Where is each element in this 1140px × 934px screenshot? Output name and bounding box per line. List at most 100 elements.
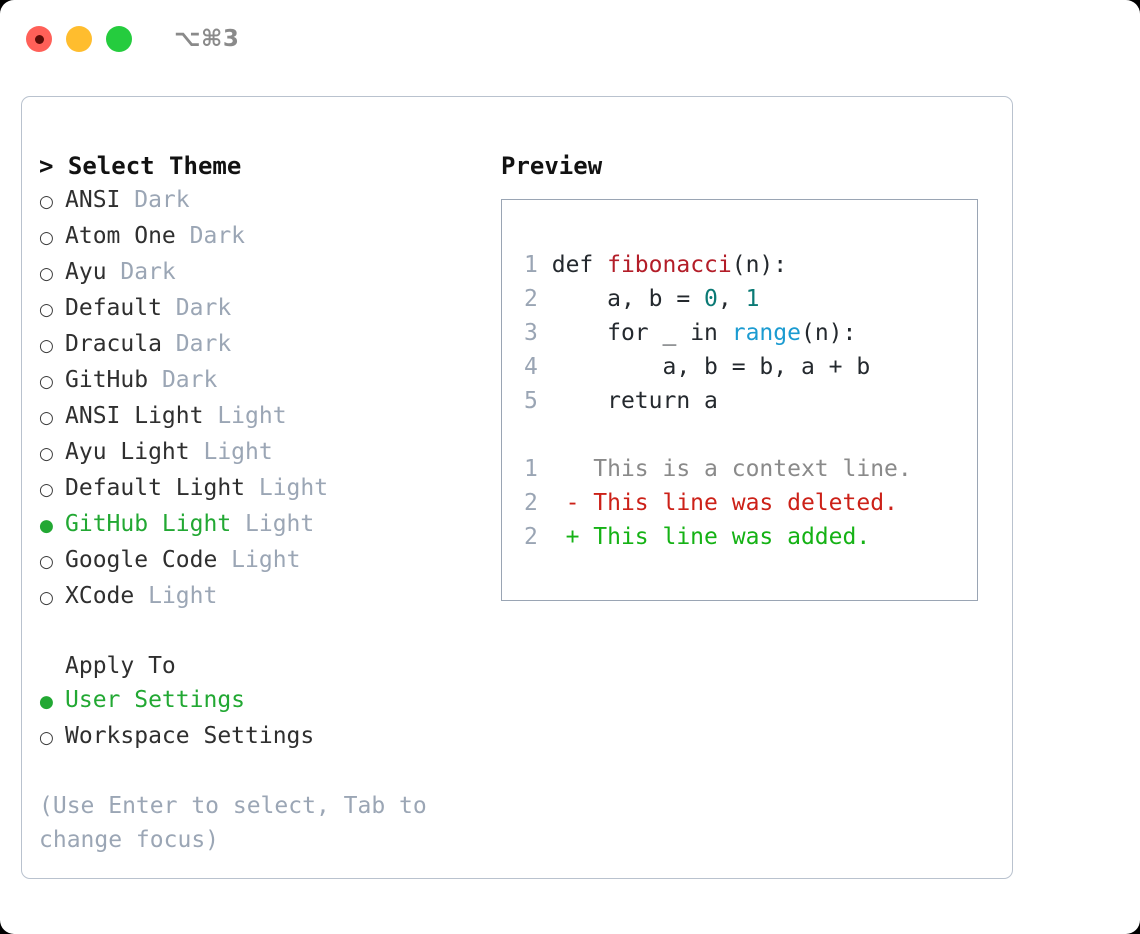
theme-item-ayu-light[interactable]: ○ Ayu Light Light [39,435,499,471]
apply-to-item-label: Workspace Settings [65,723,315,749]
theme-item-label: Google Code [65,547,218,573]
zoom-button[interactable] [106,26,132,52]
line-number: 5 [524,388,538,414]
diff-line: 1 This is a context line. [524,452,977,486]
radio-unselected-icon: ○ [39,228,54,248]
code-token-fn: fibonacci [607,252,732,278]
line-number: 4 [524,354,538,380]
theme-item-github-light[interactable]: ● GitHub Light Light [39,507,499,543]
list-spacer [39,615,499,649]
radio-unselected-icon: ○ [39,552,54,572]
theme-item-variant-tag: Dark [120,187,190,213]
theme-item-github[interactable]: ○GitHub Dark [39,363,499,399]
theme-item-label: ANSI [65,187,121,213]
code-token-num: 1 [745,286,760,312]
theme-item-xcode[interactable]: ○ XCode Light [39,579,499,615]
theme-item-label: Dracula [65,331,162,357]
keyboard-shortcut-label: ⌥⌘3 [174,26,240,52]
radio-unselected-icon: ○ [39,192,54,212]
theme-item-label: Default [65,295,162,321]
theme-item-variant-tag: Light [134,583,218,609]
line-number: 1 [524,252,538,278]
radio-unselected-icon: ○ [39,300,54,320]
diff-sample: 1 This is a context line.2 - This line w… [524,452,977,554]
theme-item-label: GitHub Light [65,511,232,537]
theme-list[interactable]: ○ ANSI Dark ○ Atom One Dark ○ Ayu Dark ○ Defaul… [39,183,499,615]
theme-item-label: Default Light [65,475,246,501]
apply-to-item-label: User Settings [65,687,246,713]
code-line: 1 def fibonacci(n): [524,248,977,282]
theme-item-variant-tag: Light [217,547,301,573]
code-token-plain: (n): [731,252,788,278]
diff-line: 2 + This line was added. [524,520,977,554]
diff-line-text: + This line was added. [565,524,871,550]
line-number-gutter [538,252,552,278]
line-number: 2 [524,286,538,312]
theme-item-label: ANSI Light [65,403,204,429]
minimize-button[interactable] [66,26,92,52]
preview-header: Preview [501,152,603,180]
code-token-plain: a, b = [551,286,705,312]
code-line: 3 for _ in range(n): [524,316,977,350]
line-number-gutter [538,320,552,346]
theme-item-label: GitHub [65,367,149,393]
code-token-plain: (n): [800,320,857,346]
theme-item-label: XCode [65,583,135,609]
radio-unselected-icon: ○ [39,588,54,608]
title-bar: ⌥⌘3 [0,0,1140,78]
theme-item-label: Atom One [65,223,176,249]
theme-item-default-light[interactable]: ○Default Light Light [39,471,499,507]
code-line: 5 return a [524,384,977,418]
theme-item-dracula[interactable]: ○Dracula Dark [39,327,499,363]
theme-item-default[interactable]: ○ Default Dark [39,291,499,327]
theme-item-ayu[interactable]: ○Ayu Dark [39,255,499,291]
close-icon [34,34,44,44]
code-token-plain: for _ in [551,320,732,346]
apply-to-header: Apply To [65,653,176,679]
apply-to-list[interactable]: ● User Settings ○ Workspace Settings [39,683,499,755]
diff-line: 2 - This line was deleted. [524,486,977,520]
theme-item-variant-tag: Dark [161,295,232,321]
theme-item-variant-tag: Dark [175,223,246,249]
hint-spacer [39,755,499,789]
line-number-gutter [538,456,566,482]
code-token-num: 0 [704,286,718,312]
theme-item-google-code[interactable]: ○ Google Code Light [39,543,499,579]
theme-item-ansi[interactable]: ○ ANSI Dark [39,183,499,219]
line-number-gutter [538,286,552,312]
keyboard-hint-text: (Use Enter to select, Tab to change focu… [39,793,441,853]
code-line: 4 a, b = b, a + b [524,350,977,384]
line-number-gutter [538,524,566,550]
apply-to-item-workspace-settings[interactable]: ○ Workspace Settings [39,719,499,755]
theme-item-variant-tag: Light [231,511,315,537]
line-number-gutter [538,490,566,516]
radio-selected-icon: ● [39,692,54,712]
code-token-plain: def [551,252,608,278]
select-theme-header: > Select Theme [39,152,242,180]
code-diff-gap [524,418,977,452]
theme-item-label: Ayu [65,259,107,285]
code-line: 2 a, b = 0, 1 [524,282,977,316]
line-number: 2 [524,490,538,516]
line-number-gutter [538,354,552,380]
theme-item-label: Ayu Light [65,439,190,465]
radio-unselected-icon: ○ [39,480,54,500]
theme-item-atom-one[interactable]: ○ Atom One Dark [39,219,499,255]
theme-item-variant-tag: Dark [148,367,218,393]
radio-selected-icon: ● [39,516,54,536]
line-number: 3 [524,320,538,346]
radio-unselected-icon: ○ [39,444,54,464]
theme-item-ansi-light[interactable]: ○ANSI Light Light [39,399,499,435]
main-panel: > Select Theme ○ANSI Dark○Atom One Dark○… [21,96,1013,879]
code-token-plain: return a [551,388,718,414]
radio-unselected-icon: ○ [39,728,54,748]
theme-item-variant-tag: Light [189,439,273,465]
close-button[interactable] [26,26,52,52]
apply-to-item-user-settings[interactable]: ● User Settings [39,683,499,719]
diff-line-text: This is a context line. [565,456,912,482]
radio-unselected-icon: ○ [39,264,54,284]
theme-item-variant-tag: Light [203,403,287,429]
